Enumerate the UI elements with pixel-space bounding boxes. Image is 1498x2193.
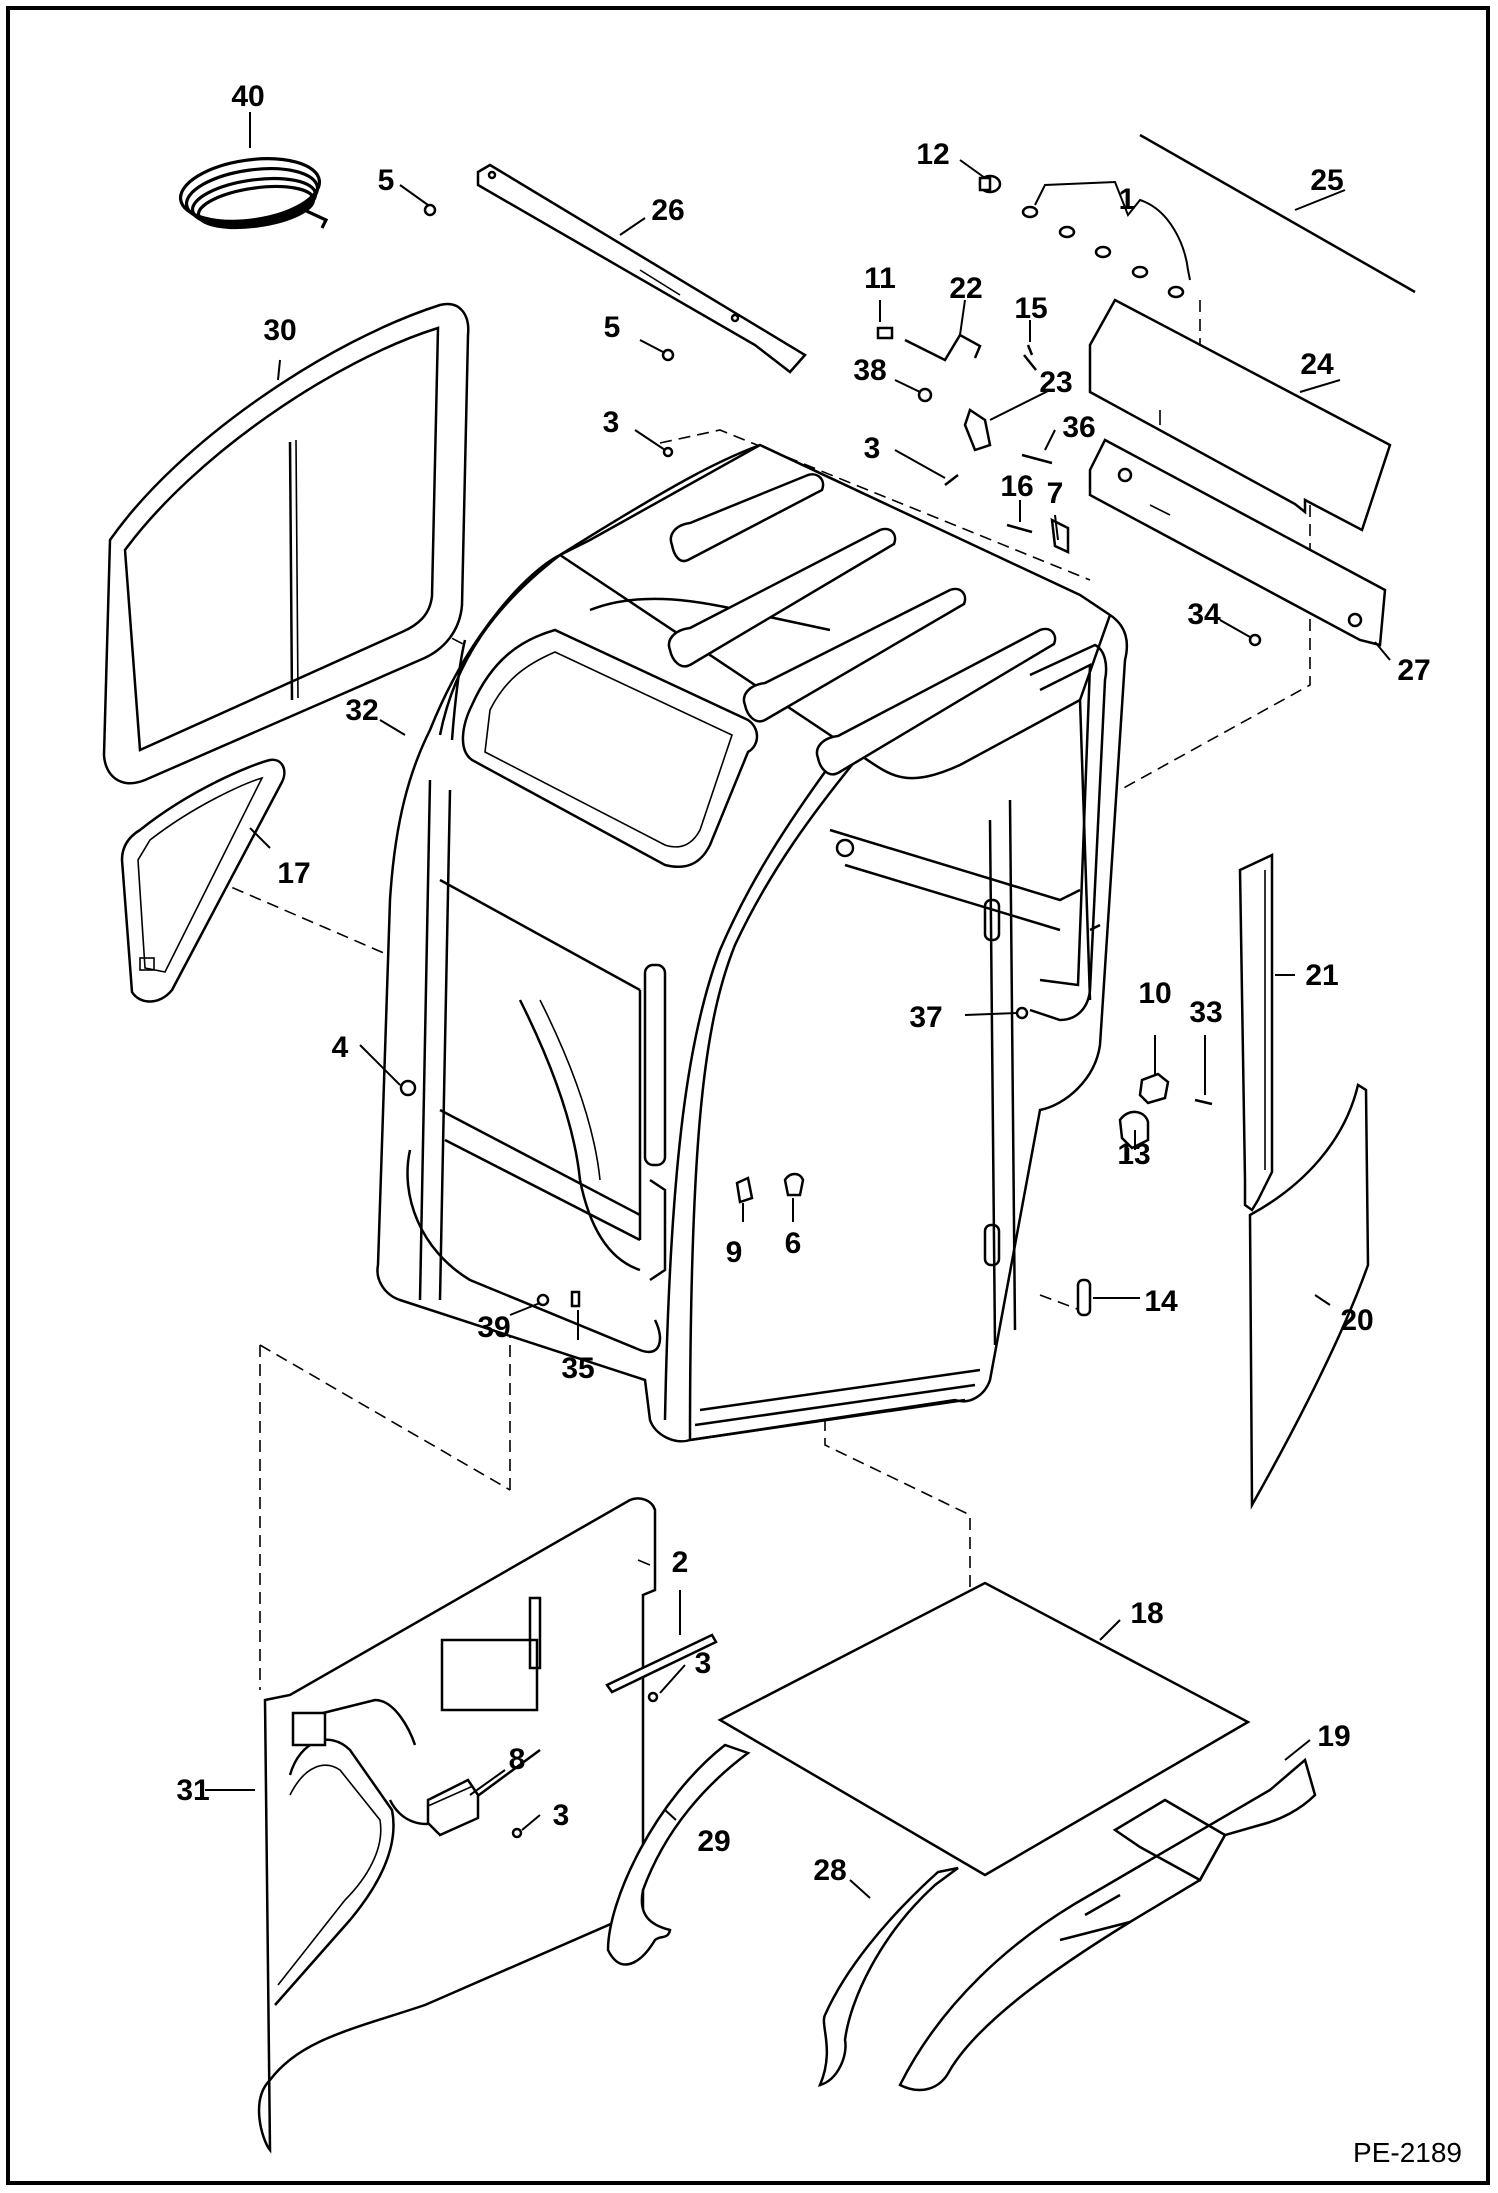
part-17-triangle-window xyxy=(120,758,286,1003)
callout-18: 18 xyxy=(1130,1597,1163,1630)
callout-37: 37 xyxy=(909,1001,942,1034)
callout-15: 15 xyxy=(1014,292,1047,325)
callout-1: 1 xyxy=(1119,183,1136,216)
part-15-spring xyxy=(1023,344,1037,371)
part-5-screw-b xyxy=(661,348,675,362)
part-27-rear-support-bracket xyxy=(1088,438,1387,647)
part-38-nut xyxy=(917,387,933,403)
callout-26: 26 xyxy=(651,194,684,227)
callout-20: 20 xyxy=(1340,1304,1373,1337)
callout-4: 4 xyxy=(332,1031,349,1064)
part-11-clip xyxy=(876,326,894,340)
part-9-clip xyxy=(735,1176,754,1204)
part-32-cab-shell xyxy=(376,443,1129,1443)
part-39-nut xyxy=(536,1293,550,1307)
part-25-rod xyxy=(1139,133,1416,294)
callout-22: 22 xyxy=(949,272,982,305)
part-28-side-trim xyxy=(817,1866,959,2087)
callout-5b: 5 xyxy=(604,311,621,344)
callout-29: 29 xyxy=(697,1825,730,1858)
part-33-screw xyxy=(1194,1098,1213,1106)
callout-5a: 5 xyxy=(378,164,395,197)
drawing-number: PE-2189 xyxy=(1353,2137,1462,2168)
part-1-washer-set xyxy=(1021,205,1185,299)
callout-31: 31 xyxy=(176,1774,209,1807)
part-36-bolt xyxy=(1021,453,1053,465)
callout-3d: 3 xyxy=(553,1799,570,1832)
callout-labels: 40 5 26 5 30 3 12 1 25 11 22 15 23 38 36… xyxy=(176,80,1430,1887)
callout-38: 38 xyxy=(853,354,886,387)
callout-19: 19 xyxy=(1317,1720,1350,1753)
part-37-nut xyxy=(1015,1006,1029,1020)
callout-23: 23 xyxy=(1039,366,1072,399)
callout-33: 33 xyxy=(1189,996,1222,1029)
callout-24: 24 xyxy=(1300,348,1334,381)
part-19-rear-trim xyxy=(898,1757,1317,2092)
callout-3c: 3 xyxy=(695,1647,712,1680)
callout-9: 9 xyxy=(726,1236,743,1269)
part-3-screw-panel xyxy=(647,1691,659,1703)
callout-11: 11 xyxy=(864,262,896,295)
callout-25: 25 xyxy=(1310,164,1343,197)
part-22-latch-rod xyxy=(904,333,982,362)
part-2-strip xyxy=(605,1633,718,1694)
callout-2: 2 xyxy=(672,1546,689,1579)
callout-21: 21 xyxy=(1305,959,1338,992)
part-3-screw-top xyxy=(662,446,674,458)
part-10-rubber-bumper xyxy=(1138,1072,1170,1105)
callout-8: 8 xyxy=(509,1743,526,1776)
callout-14: 14 xyxy=(1144,1285,1178,1318)
callout-7: 7 xyxy=(1047,477,1064,510)
callout-16: 16 xyxy=(1000,470,1033,503)
part-18-floor-mat xyxy=(717,1581,1251,1877)
part-21-door-seal-strip xyxy=(1238,853,1274,1212)
part-34-screw xyxy=(1248,633,1262,647)
leader-lines xyxy=(205,112,1391,1899)
part-29-front-trim xyxy=(606,1743,751,1966)
part-20-door-panel xyxy=(1248,1083,1370,1510)
part-35-stud xyxy=(570,1290,581,1308)
callout-3a: 3 xyxy=(603,406,620,439)
part-30-front-window-frame xyxy=(102,302,470,785)
latch-hardware xyxy=(876,326,1070,554)
part-24-rear-cover-panel xyxy=(1088,298,1392,532)
part-5-screw-a xyxy=(423,203,437,217)
part-12-knob xyxy=(978,174,1002,194)
callout-35: 35 xyxy=(561,1352,594,1385)
part-23-latch-plate xyxy=(963,408,992,452)
callout-13: 13 xyxy=(1117,1138,1150,1171)
part-3-screw-light xyxy=(511,1827,523,1839)
callout-17: 17 xyxy=(277,857,310,890)
part-40-rubber-seal-coil xyxy=(178,157,329,230)
part-4-plug xyxy=(399,1079,417,1097)
part-26-top-bracket xyxy=(476,163,807,374)
part-8-light-housing xyxy=(426,1778,480,1837)
part-14-pin xyxy=(1076,1278,1092,1317)
callout-30: 30 xyxy=(263,314,296,347)
callout-27: 27 xyxy=(1397,654,1430,687)
callout-36: 36 xyxy=(1062,411,1095,444)
callout-34: 34 xyxy=(1187,598,1221,631)
callout-10: 10 xyxy=(1138,977,1171,1010)
callout-3b: 3 xyxy=(864,432,881,465)
callout-12: 12 xyxy=(916,138,949,171)
callout-32: 32 xyxy=(345,694,378,727)
part-7-bracket xyxy=(1050,517,1070,554)
callout-40: 40 xyxy=(231,80,264,113)
callout-6: 6 xyxy=(785,1227,802,1260)
part-6-bumper xyxy=(783,1172,805,1197)
callout-39: 39 xyxy=(477,1311,510,1344)
part-16-pin xyxy=(1006,523,1033,534)
part-3-screw-latch xyxy=(944,474,959,486)
callout-28: 28 xyxy=(813,1854,846,1887)
